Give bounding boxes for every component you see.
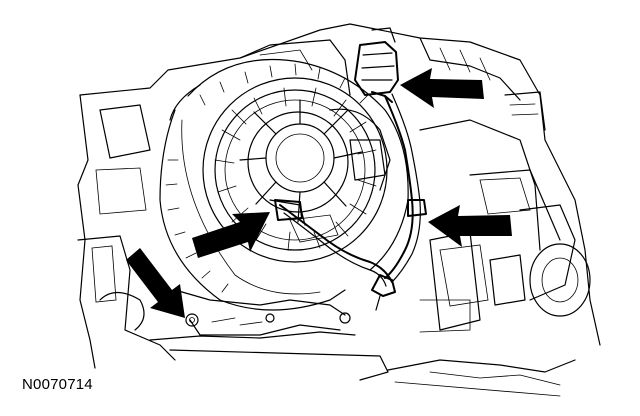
- figure-reference-number: N0070714: [22, 376, 93, 393]
- arrow-connector-top-right: [400, 68, 484, 108]
- blower-wheel: [202, 77, 388, 263]
- callout-arrows: [126, 68, 512, 318]
- harness-plug: [371, 274, 396, 297]
- electrical-connector: [354, 27, 399, 103]
- dashboard-frame: [77, 23, 601, 397]
- arrow-hose-clip-right: [428, 205, 512, 247]
- arrow-bolt-lower-left: [126, 248, 185, 318]
- mounting-bolt: [185, 313, 199, 327]
- motor-bracket: [174, 108, 391, 336]
- arrow-blower-center: [192, 212, 270, 258]
- wiring-harness: [274, 93, 427, 311]
- blower-housing: [159, 59, 409, 311]
- harness-clip: [407, 199, 427, 217]
